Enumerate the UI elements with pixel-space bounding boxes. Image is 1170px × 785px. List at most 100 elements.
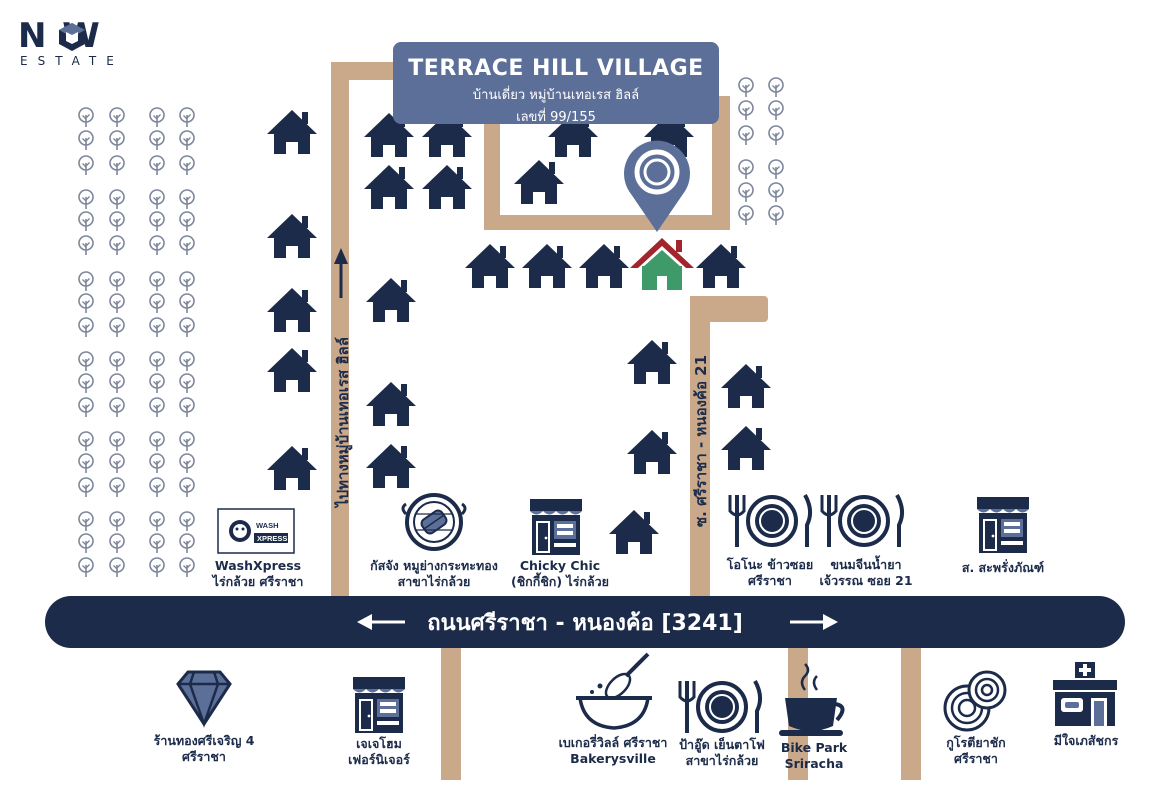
- tree-icon: [78, 271, 94, 292]
- village-house-number: เลขที่ 99/155: [516, 110, 596, 125]
- up-arrow-icon: [334, 248, 348, 298]
- place-kurotiya: กูโรตียาชักศรีราชา: [946, 735, 1006, 766]
- cube-icon: [59, 23, 85, 51]
- tree-icon: [149, 155, 165, 176]
- tree-icon: [149, 293, 165, 314]
- washxpress-logo: WASH XPRESS: [217, 508, 295, 554]
- tree-icon: [109, 107, 125, 128]
- brand-name: N W: [18, 16, 100, 56]
- main-road-arrows: [357, 614, 838, 630]
- place-khanomjeen: ขนมจีนน้ำยาเจ้วรรณ ซอย 21: [819, 557, 913, 588]
- tree-icon: [109, 351, 125, 372]
- tree-icon: [179, 155, 195, 176]
- house-icon: [609, 510, 659, 554]
- tree-icon: [149, 130, 165, 151]
- coffee-cup-icon: [779, 663, 845, 736]
- tree-icon: [149, 317, 165, 338]
- tree-icon: [149, 271, 165, 292]
- shop-icon: [353, 677, 405, 733]
- restaurant-icon: [728, 493, 813, 549]
- road-network: [331, 62, 921, 780]
- tree-icon: [149, 351, 165, 372]
- house-icon: [267, 348, 317, 392]
- tree-icon: [78, 293, 94, 314]
- tree-icon: [78, 431, 94, 452]
- tree-icon: [768, 100, 784, 121]
- house-icon: [267, 110, 317, 154]
- tree-icon: [768, 205, 784, 226]
- tree-icon: [179, 397, 195, 418]
- tree-icon: [109, 453, 125, 474]
- tree-icon: [179, 453, 195, 474]
- now-estate-logo: N W ESTATE: [18, 18, 143, 73]
- tree-icon: [149, 477, 165, 498]
- tree-icon: [149, 511, 165, 532]
- tree-icon: [149, 211, 165, 232]
- grill-icon: [401, 493, 467, 551]
- tree-icon: [109, 373, 125, 394]
- tree-icon: [78, 189, 94, 210]
- house-icon: [721, 364, 771, 408]
- house-icon: [627, 340, 677, 384]
- place-oiono: โอโนะ ข้าวซอยศรีราชา: [726, 557, 814, 588]
- tree-icon: [179, 211, 195, 232]
- house-icon: [514, 160, 564, 204]
- house-icon: [366, 278, 416, 322]
- tree-icon: [738, 100, 754, 121]
- tree-icon: [109, 317, 125, 338]
- house-icon: [267, 214, 317, 258]
- tree-icon: [78, 351, 94, 372]
- trees-right: [738, 77, 784, 226]
- target-house-icon: [630, 238, 694, 290]
- tree-icon: [78, 511, 94, 532]
- soi-road-label: ซ. ศรีราชา - หนองค้อ 21: [692, 354, 710, 527]
- village-name: TERRACE HILL VILLAGE: [408, 56, 704, 81]
- house-icon: [721, 426, 771, 470]
- tree-icon: [768, 182, 784, 203]
- tree-icon: [78, 453, 94, 474]
- tree-icon: [149, 235, 165, 256]
- tree-icon: [738, 77, 754, 98]
- tree-icon: [179, 107, 195, 128]
- tree-icon: [179, 293, 195, 314]
- house-icon: [422, 165, 472, 209]
- restaurant-icon: [678, 679, 763, 735]
- tree-icon: [109, 431, 125, 452]
- tree-icon: [109, 211, 125, 232]
- tree-icon: [179, 533, 195, 554]
- tree-icon: [179, 271, 195, 292]
- place-chicky-chic: Chicky Chic(ชิกกี้ชิก) ไร่กล้วย: [510, 558, 610, 589]
- tree-icon: [768, 159, 784, 180]
- tree-icon: [738, 205, 754, 226]
- pharmacy-icon: [1053, 662, 1117, 726]
- house-icon: [627, 430, 677, 474]
- tree-icon: [149, 189, 165, 210]
- tree-icon: [109, 511, 125, 532]
- tree-icon: [78, 533, 94, 554]
- svg-text:WASH: WASH: [256, 521, 279, 530]
- tree-icon: [738, 182, 754, 203]
- tree-icon: [768, 125, 784, 146]
- tree-icon: [78, 373, 94, 394]
- shop-icon: [530, 499, 582, 555]
- roll-cake-icon: [943, 670, 1007, 732]
- tree-icon: [109, 477, 125, 498]
- tree-icon: [149, 107, 165, 128]
- tree-icon: [109, 271, 125, 292]
- tree-icon: [149, 557, 165, 578]
- tree-icon: [179, 373, 195, 394]
- tree-icon: [78, 477, 94, 498]
- svg-text:XPRESS: XPRESS: [257, 534, 287, 543]
- house-icon: [465, 244, 515, 288]
- tree-icon: [78, 397, 94, 418]
- tree-icon: [179, 557, 195, 578]
- place-pharmacy: มีใจเภสัชกร: [1053, 733, 1119, 748]
- tree-icon: [768, 77, 784, 98]
- tree-icon: [179, 189, 195, 210]
- place-paaud: ป้าอู๊ด เย็นตาโฟสาขาไร่กล้วย: [679, 737, 765, 768]
- tree-icon: [78, 235, 94, 256]
